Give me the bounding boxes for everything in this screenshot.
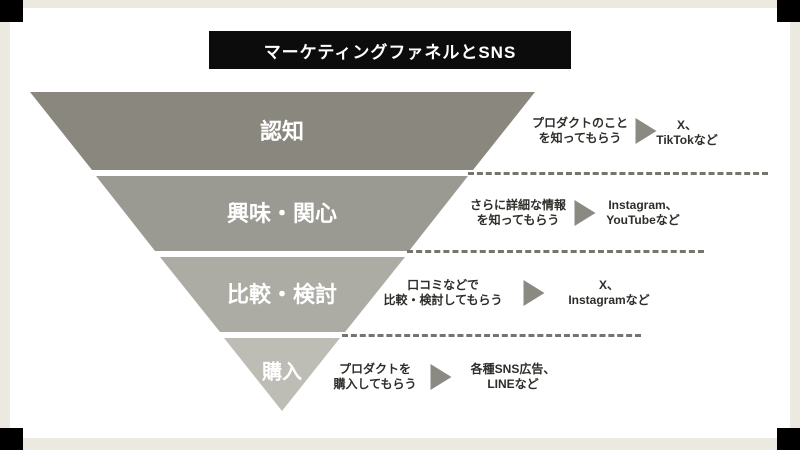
funnel-label-interest: 興味・関心 — [226, 201, 338, 226]
divider-dashed-line-3 — [342, 334, 641, 337]
stage-4-sns-examples: 各種SNS広告、 LINEなど — [470, 362, 556, 391]
stage-1-description: プロダクトのこと を知ってもらう — [531, 116, 629, 145]
stage-1-arrow-right-icon — [635, 118, 657, 144]
stage-4-arrow-right-icon — [430, 364, 452, 390]
corner-mark-top-right — [777, 0, 800, 22]
stage-2-arrow-right-icon — [574, 200, 596, 226]
stage-4-description: プロダクトを 購入してもらう — [333, 362, 417, 391]
funnel-level-awareness — [30, 92, 535, 170]
stage-2-description: さらに詳細な情報 を知ってもらう — [469, 198, 567, 227]
stage-3-arrow-right-icon — [523, 280, 545, 306]
diagram-title: マーケティングファネルとSNS — [209, 31, 571, 69]
stage-3-description: 口コミなどで 比較・検討してもらう — [383, 278, 503, 307]
corner-mark-bottom-right — [777, 428, 800, 450]
funnel-level-interest — [96, 176, 468, 251]
funnel-label-purchase: 購入 — [262, 361, 302, 384]
stage-1-sns-examples: X、 TikTokなど — [656, 118, 718, 147]
funnel-label-consideration: 比較・検討 — [226, 282, 338, 307]
corner-mark-bottom-left — [0, 428, 23, 450]
stage-2-sns-examples: Instagram、 YouTubeなど — [606, 198, 680, 227]
divider-dashed-line-2 — [407, 250, 704, 253]
corner-mark-top-left — [0, 0, 23, 22]
diagram-title-label: マーケティングファネルとSNS — [263, 42, 517, 62]
funnel-label-awareness: 認知 — [259, 119, 305, 144]
stage-3-sns-examples: X、 Instagramなど — [568, 278, 650, 307]
divider-dashed-line-1 — [468, 172, 768, 175]
